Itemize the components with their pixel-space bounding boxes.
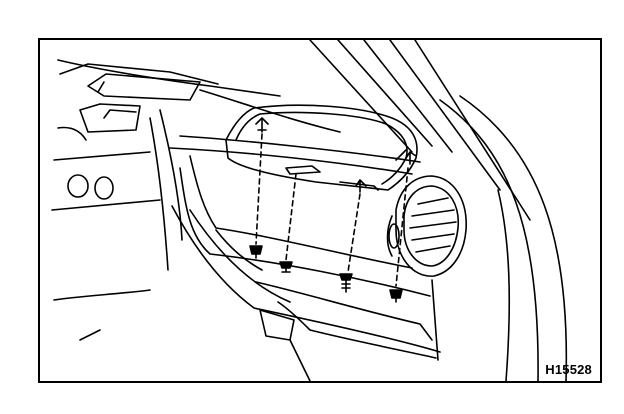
- dash-top: [57, 59, 421, 175]
- fasteners: [249, 245, 403, 303]
- door-pillar: [439, 95, 568, 381]
- bolt-icon: [279, 261, 293, 273]
- screw-icon: [249, 245, 263, 259]
- dashboard-illustration: [51, 40, 568, 381]
- vent-knob-left: [67, 174, 89, 198]
- screw-icon: [389, 289, 403, 303]
- center-panel: [51, 73, 201, 301]
- airbag-door: [225, 104, 418, 191]
- windshield-lines: [309, 40, 531, 221]
- vent-knob-right: [94, 176, 114, 200]
- dashed-guide-lines: [255, 133, 409, 287]
- bolt-icon: [339, 273, 353, 293]
- airbag-clips: [255, 117, 417, 193]
- lower-panel: [79, 155, 441, 381]
- figure-code: H15528: [545, 362, 592, 377]
- side-air-vent: [386, 175, 467, 277]
- diagram-frame: H15528: [38, 38, 602, 383]
